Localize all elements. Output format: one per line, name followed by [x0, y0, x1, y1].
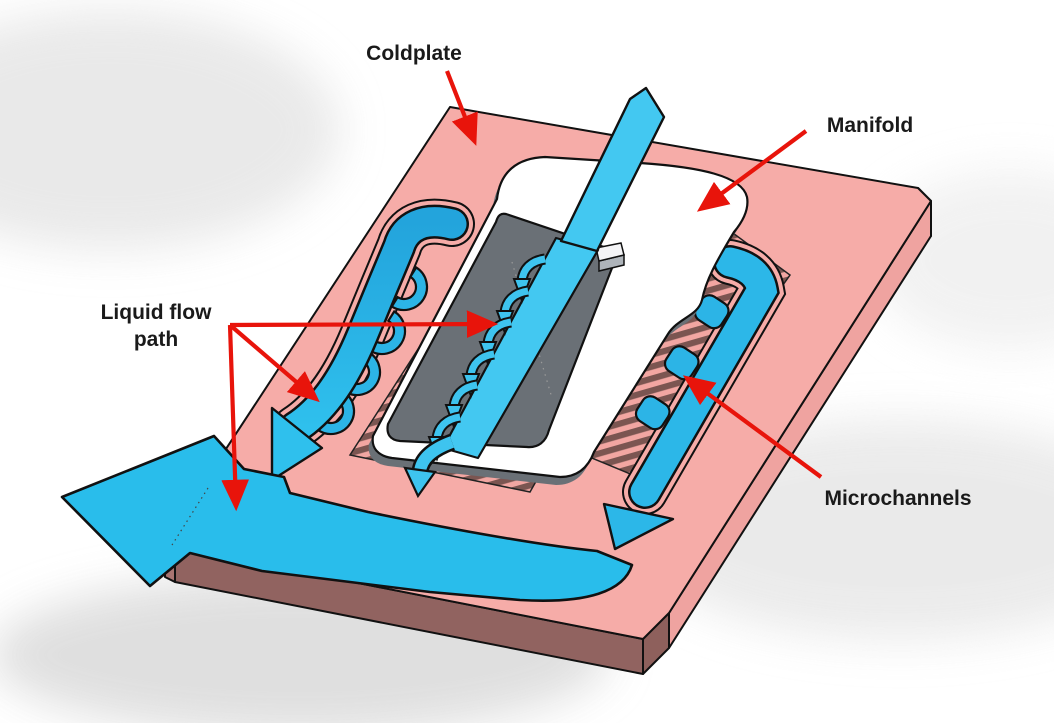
fold-line-outlet: [171, 487, 209, 546]
flow-arrowhead-left: [270, 406, 324, 482]
annotation-arrows: [221, 70, 823, 512]
arrow-to-manifold: [696, 129, 808, 212]
label-microchannels: Microchannels: [824, 487, 972, 510]
inlet-flow-ribbon: [559, 86, 666, 253]
manifold-parting-line: [511, 261, 553, 399]
flow-arrowhead-right: [602, 502, 675, 551]
branch-arrows: [427, 253, 547, 462]
label-liquid-flow-path: Liquid flow path: [101, 299, 212, 353]
arrow-to-microchannels: [682, 375, 823, 479]
label-manifold: Manifold: [826, 114, 914, 137]
flow-channel-right: [602, 239, 787, 551]
channel-lobes-right: [634, 294, 730, 431]
manifold-inlet-port: [595, 242, 625, 272]
channel-end-arrow: [403, 434, 456, 499]
arrow-to-coldplate: [445, 70, 478, 146]
flow-outlet-arrow: [60, 434, 634, 602]
label-liquid-flow-line2: path: [133, 328, 179, 351]
arrow-to-flowpath-mid: [229, 310, 499, 338]
arrow-to-flowpath-left: [228, 323, 320, 403]
distribution-channel: [403, 236, 600, 499]
label-coldplate: Coldplate: [366, 42, 462, 65]
label-liquid-flow-line1: Liquid flow: [100, 301, 212, 324]
arrow-to-flowpath-exit: [221, 324, 250, 512]
flow-channel-left: [270, 198, 475, 482]
